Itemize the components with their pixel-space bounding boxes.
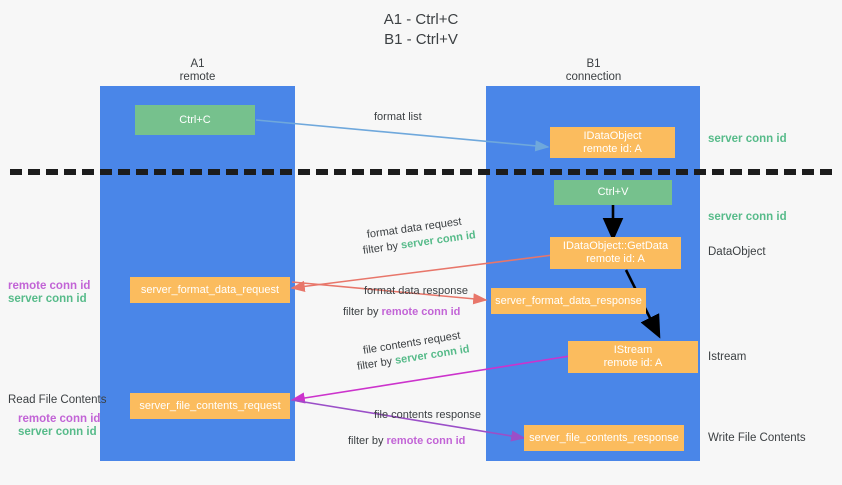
filter-by-text-3: filter by <box>356 355 394 373</box>
node-server-format-data-response[interactable]: server_format_data_response <box>491 288 646 314</box>
node-idataobject-top-line1: IDataObject <box>583 129 642 142</box>
column-a1-role: remote <box>179 71 216 83</box>
node-server-format-data-request[interactable]: server_format_data_request <box>130 277 290 303</box>
node-istream-line1: IStream <box>613 344 653 356</box>
edge-label-format-list-text: format list <box>374 111 422 123</box>
filter-by-text-2: filter by <box>343 306 379 318</box>
node-ctrl-c-label: Ctrl+C <box>179 113 211 126</box>
node-istream[interactable]: IStream remote id: A <box>568 341 698 373</box>
node-idataobject-getdata-line2: remote id: A <box>586 253 645 265</box>
node-server-file-contents-response[interactable]: server_file_contents_response <box>524 425 684 451</box>
node-istream-line2: remote id: A <box>603 357 663 369</box>
right-label-istream: Istream <box>708 351 747 363</box>
node-server-file-contents-request-label: server_file_contents_request <box>139 399 281 412</box>
right-label-dataobject: DataObject <box>708 246 766 258</box>
edge-label-format-list: format list <box>374 110 422 124</box>
filter-by-text-4: filter by <box>348 435 384 447</box>
node-idataobject-top[interactable]: IDataObject remote id: A <box>550 127 675 158</box>
divider-dashed-line <box>10 169 832 175</box>
column-b1-name: B1 <box>586 58 601 70</box>
right-label-server-conn-id-2: server conn id <box>708 211 787 223</box>
node-ctrl-v-label: Ctrl+V <box>597 186 629 198</box>
left-label-server-conn-id-2: server conn id <box>18 426 97 438</box>
node-idataobject-getdata[interactable]: IDataObject::GetData remote id: A <box>550 237 681 269</box>
filter-by-text-1: filter by <box>362 240 399 257</box>
node-server-format-data-request-label: server_format_data_request <box>140 283 280 296</box>
left-label-read-file-contents: Read File Contents <box>8 394 107 406</box>
node-idataobject-getdata-line1: IDataObject::GetData <box>562 240 669 252</box>
right-label-write-file-contents: Write File Contents <box>708 432 806 444</box>
edge-label-filter-format-data-response: filter by remote conn id <box>343 305 460 319</box>
title-line-1: A1 - Ctrl+C <box>383 11 459 28</box>
node-ctrl-v[interactable]: Ctrl+V <box>554 180 672 205</box>
node-ctrl-c[interactable]: Ctrl+C <box>135 105 255 135</box>
left-label-remote-conn-id-2: remote conn id <box>18 413 101 425</box>
remote-conn-id-text-2: remote conn id <box>386 435 466 447</box>
column-header-a1: A1 remote <box>120 58 275 84</box>
node-idataobject-top-line2: remote id: A <box>583 142 642 155</box>
column-b1-role: connection <box>565 71 622 83</box>
node-server-file-contents-request[interactable]: server_file_contents_request <box>130 393 290 419</box>
edge-label-file-contents-response: file contents response <box>374 408 481 422</box>
column-a1-name: A1 <box>190 58 205 70</box>
right-label-server-conn-id-1: server conn id <box>708 133 787 145</box>
left-label-server-conn-id-1: server conn id <box>8 293 87 305</box>
remote-conn-id-text-1: remote conn id <box>381 306 461 318</box>
edge-label-format-data-response: format data response <box>364 284 468 298</box>
column-header-b1: B1 connection <box>516 58 671 84</box>
node-server-file-contents-response-label: server_file_contents_response <box>529 431 679 444</box>
left-label-remote-conn-id-1: remote conn id <box>8 280 91 292</box>
edge-label-file-contents-response-text: file contents response <box>374 409 482 421</box>
node-server-format-data-response-label: server_format_data_response <box>495 294 642 307</box>
title-line-2: B1 - Ctrl+V <box>384 31 458 48</box>
page-title: A1 - Ctrl+C B1 - Ctrl+V <box>0 10 842 50</box>
edge-label-format-data-response-text: format data response <box>364 285 468 297</box>
edge-label-filter-file-contents-response: filter by remote conn id <box>348 434 465 448</box>
